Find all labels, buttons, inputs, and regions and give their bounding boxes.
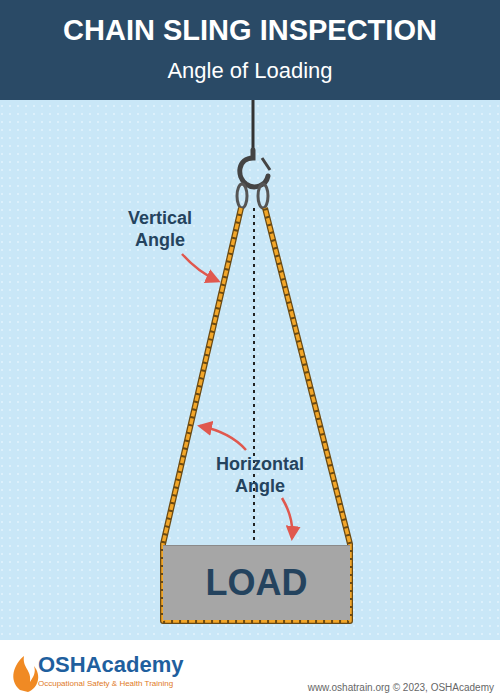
logo-name: OSHAcademy: [38, 652, 198, 678]
logo-tagline: Occupational Safety & Health Training: [38, 679, 238, 689]
dot-texture: [0, 100, 500, 640]
background: [0, 100, 500, 640]
angle-label: Horizontal Angle: [195, 454, 325, 497]
title: CHAIN SLING INSPECTION: [0, 14, 500, 47]
header-band: [0, 0, 500, 100]
master-link: [237, 184, 247, 208]
master-link: [258, 184, 268, 208]
leader-arrow: [200, 426, 246, 450]
crane-cable: [252, 100, 255, 150]
logo-flame: [13, 656, 38, 692]
angle-label: Vertical Angle: [110, 208, 210, 251]
chain-sling-outline: [163, 208, 350, 621]
hook: [240, 150, 268, 187]
load-box: LOAD: [163, 545, 350, 620]
leader-arrow: [282, 498, 292, 538]
footer-band: [0, 640, 500, 700]
load-label: LOAD: [206, 562, 308, 604]
subtitle: Angle of Loading: [0, 58, 500, 84]
hook-latch: [262, 158, 270, 170]
leader-arrow: [182, 254, 218, 281]
chain-sling: [163, 208, 350, 621]
copyright: www.oshatrain.org © 2023, OSHAcademy: [300, 682, 494, 694]
